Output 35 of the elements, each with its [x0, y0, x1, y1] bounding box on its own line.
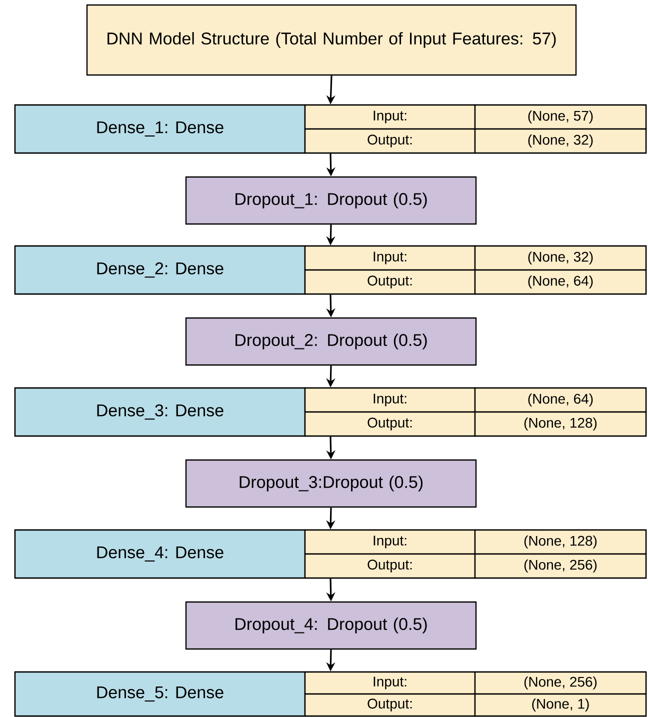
table-cell: (None, 256) [474, 553, 647, 579]
layer-name-cell: Dense_5: Dense [14, 671, 306, 717]
table-cell: Input: [304, 671, 476, 695]
table-cell: (None, 128) [474, 529, 647, 555]
table-cell: Input: [304, 387, 476, 413]
layer-name-cell: Dense_4: Dense [14, 529, 306, 579]
table-cell: Input: [304, 104, 476, 130]
table-cell: (None, 32) [474, 245, 647, 271]
title-box: DNN Model Structure (Total Number of Input Features: 57) [86, 4, 577, 76]
table-cell: Output: [304, 553, 476, 579]
table-cell: (None, 57) [474, 104, 647, 130]
table-cell: (None, 64) [474, 269, 647, 295]
table-cell: (None, 128) [474, 411, 647, 437]
table-cell: Output: [304, 411, 476, 437]
layer-name-cell: Dense_2: Dense [14, 245, 306, 295]
layer-table [14, 387, 647, 437]
dropout-box: Dropout_3:Dropout (0.5) [185, 459, 477, 508]
dropout-box: Dropout_2: Dropout (0.5) [185, 317, 477, 366]
table-cell: (None, 1) [474, 693, 647, 717]
layer-table [14, 671, 647, 717]
table-cell: Output: [304, 269, 476, 295]
layer-table [14, 104, 647, 154]
table-cell: (None, 32) [474, 128, 647, 154]
layer-name-cell: Dense_3: Dense [14, 387, 306, 437]
table-cell: Input: [304, 245, 476, 271]
dropout-box: Dropout_1: Dropout (0.5) [185, 176, 477, 225]
table-cell: (None, 64) [474, 387, 647, 413]
table-cell: Input: [304, 529, 476, 555]
layer-name-cell: Dense_1: Dense [14, 104, 306, 154]
table-cell: (None, 256) [474, 671, 647, 695]
layer-table [14, 529, 647, 579]
table-cell: Output: [304, 693, 476, 717]
dropout-box: Dropout_4: Dropout (0.5) [185, 601, 477, 650]
layer-table [14, 245, 647, 295]
table-cell: Output: [304, 128, 476, 154]
